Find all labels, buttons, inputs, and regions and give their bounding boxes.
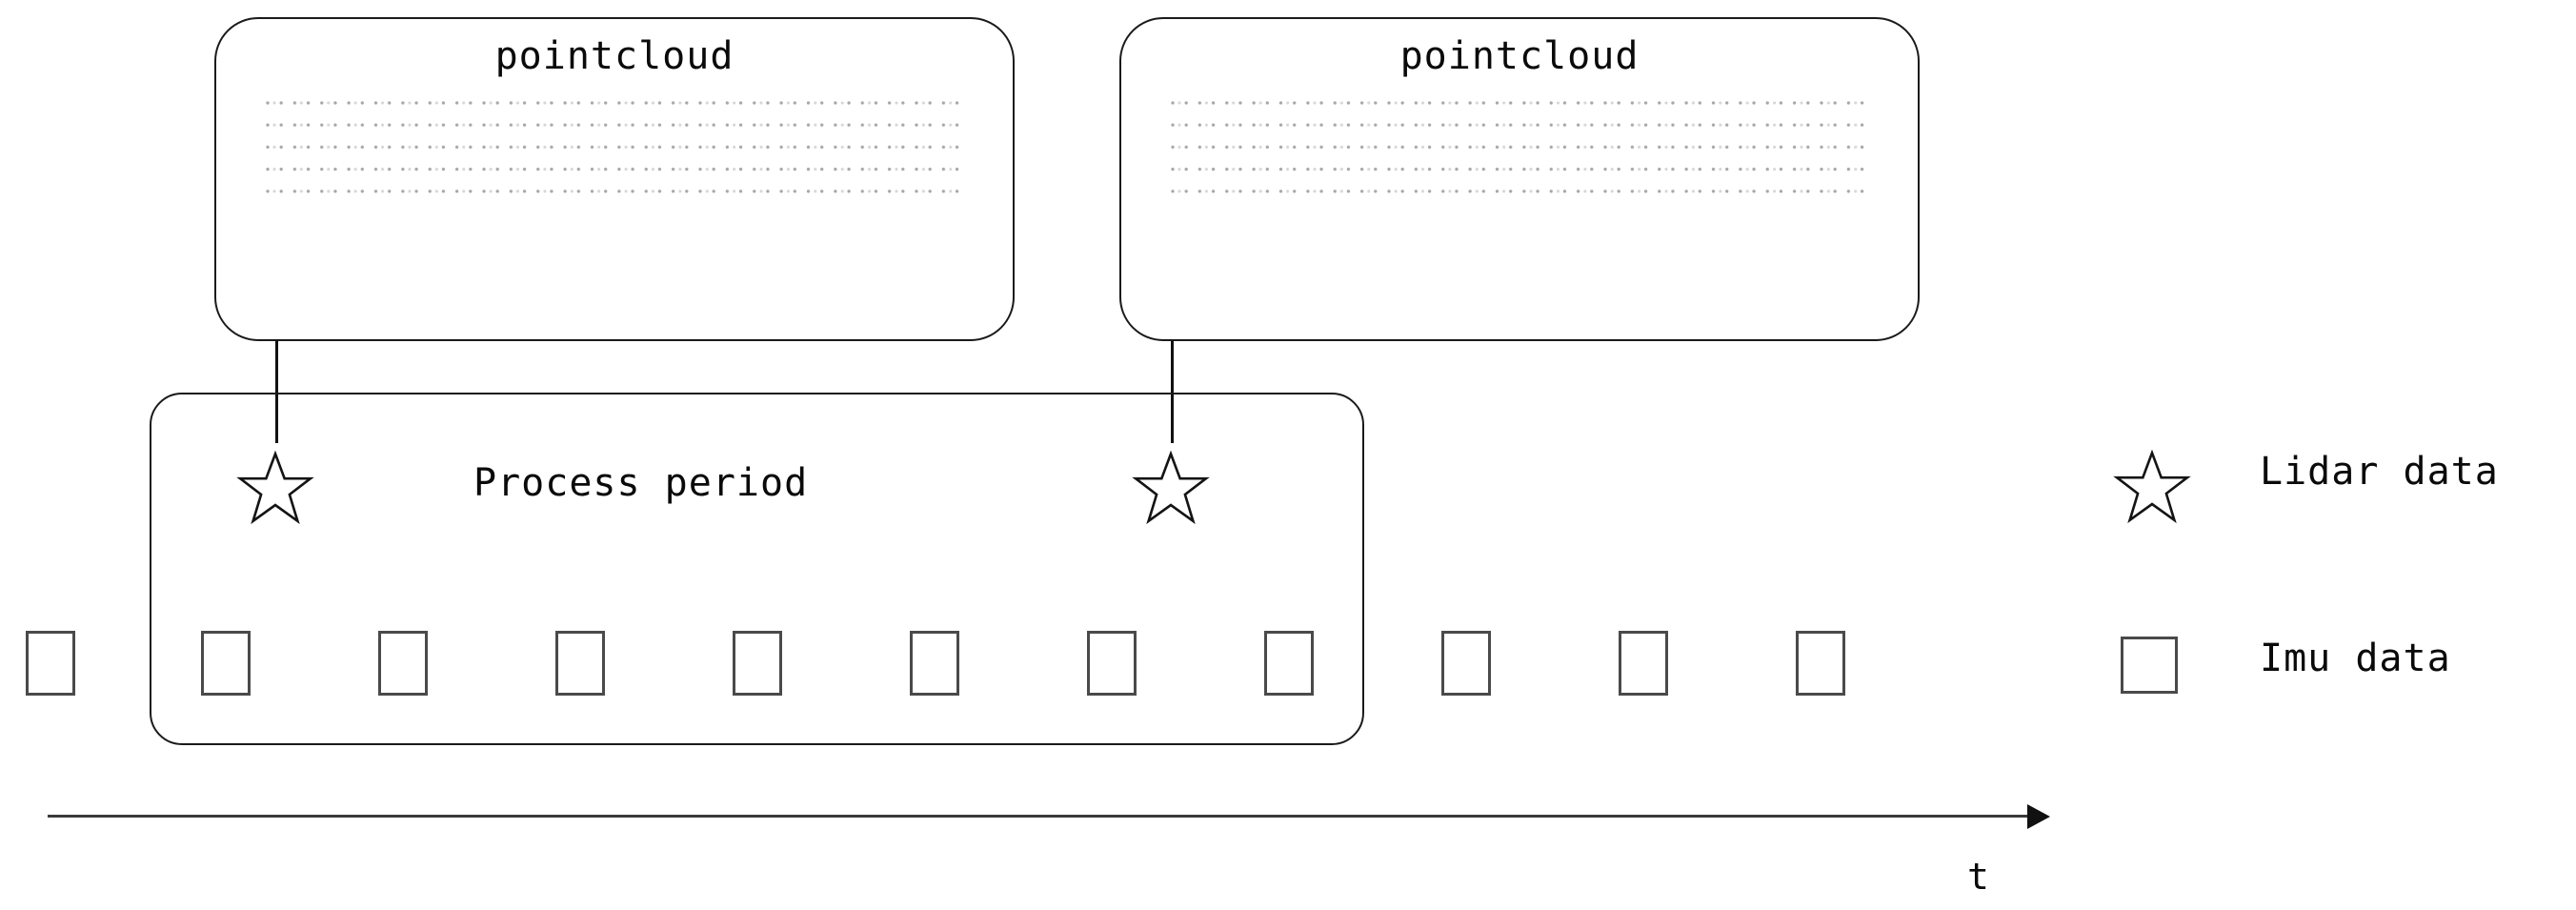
- imu-square-icon: [378, 631, 428, 696]
- legend-square-shape: [2121, 637, 2178, 694]
- imu-square-icon: [26, 631, 75, 696]
- pointcloud-title-2: pointcloud: [1399, 34, 1640, 78]
- process-period-box: [150, 393, 1364, 745]
- legend-label-lidar: Lidar data: [2260, 450, 2499, 494]
- legend-star-icon: [2113, 449, 2191, 528]
- imu-square-icon: [201, 631, 251, 696]
- connector-line-1: [275, 340, 278, 443]
- imu-square-icon: [1619, 631, 1668, 696]
- imu-square-icon: [1441, 631, 1491, 696]
- pointcloud-dot-grid-2: [1171, 101, 1868, 212]
- pointcloud-box-2: pointcloud: [1119, 17, 1920, 341]
- lidar-star-icon-2: [1132, 451, 1210, 525]
- imu-square-icon: [555, 631, 605, 696]
- process-period-label: Process period: [473, 461, 809, 505]
- legend-label-imu: Imu data: [2260, 637, 2451, 680]
- pointcloud-title-1: pointcloud: [494, 34, 735, 78]
- imu-square-icon: [1796, 631, 1845, 696]
- legend-square-icon: [2121, 637, 2178, 694]
- time-axis-label: t: [1967, 856, 1989, 898]
- time-axis-arrowhead-icon: [2027, 804, 2050, 829]
- time-axis-line: [48, 815, 2029, 818]
- imu-square-icon: [1264, 631, 1314, 696]
- imu-square-icon: [733, 631, 782, 696]
- imu-square-icon: [1087, 631, 1137, 696]
- pointcloud-box-1: pointcloud: [214, 17, 1015, 341]
- connector-line-2: [1171, 340, 1174, 443]
- pointcloud-dot-grid-1: [266, 101, 963, 212]
- lidar-star-icon-1: [236, 451, 314, 525]
- imu-square-icon: [910, 631, 959, 696]
